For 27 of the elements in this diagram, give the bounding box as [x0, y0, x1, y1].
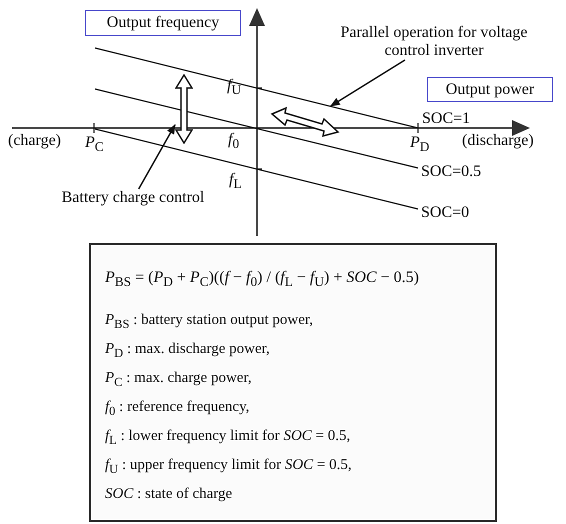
callout-text: Parallel operation for voltage control inverter — [340, 24, 528, 60]
callout-text: Battery charge control — [38, 189, 228, 209]
axis-title-box: Output power — [427, 77, 553, 102]
curve-label: SOC=0 — [421, 204, 470, 221]
curve-label: SOC=0.5 — [421, 163, 482, 180]
axis-value-label: f$_{0}$ — [228, 131, 240, 152]
axis-value-label: f$_{U}$ — [227, 77, 242, 98]
curve-label: SOC=1 — [422, 110, 470, 127]
formula-panel — [89, 243, 497, 522]
leader-line — [330, 59, 406, 107]
double-arrow — [270, 106, 340, 138]
axis-end-label: (charge) — [8, 132, 61, 149]
definition-text: f$_{U}$ : upper frequency limit for SOC = 0.5, — [105, 457, 353, 478]
axis-title-box: Output frequency — [85, 10, 241, 36]
definition-text: f$_{L}$ : lower frequency limit for SOC = 0.5, — [105, 428, 352, 450]
double-arrow — [175, 74, 193, 144]
definition-text: P$_{D}$ : max. discharge power, — [105, 341, 271, 362]
axis-end-label: (discharge) — [462, 132, 534, 149]
definition-text: SOC : state of charge — [105, 486, 234, 504]
axis-value-label: P$_{D}$ — [410, 134, 430, 156]
formula: P$_{BS}$ = (P$_{D}$ + P$_{C}$)((f − f$_{0}$) / (f$_{L}$ − f$_{U}$) + SOC − 0.5) — [105, 269, 420, 290]
axis-value-label: f$_{L}$ — [229, 171, 242, 192]
definition-text: P$_{C}$ : max. charge power, — [105, 370, 253, 392]
leader-line — [138, 124, 176, 190]
definition-text: f$_{0}$ : reference frequency, — [105, 399, 250, 420]
axis-value-label: P$_{C}$ — [85, 134, 104, 156]
definition-text: P$_{BS}$ : battery station output power, — [105, 312, 314, 334]
